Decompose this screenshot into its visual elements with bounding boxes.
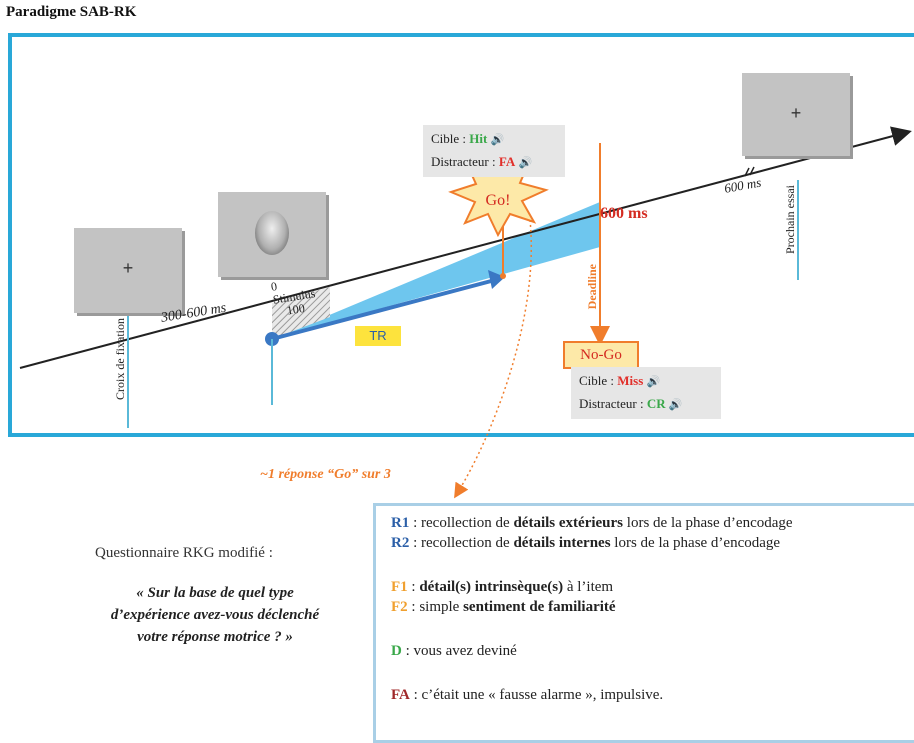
timeline-break	[749, 166, 755, 176]
paradigm-frame	[8, 33, 914, 437]
next-trial-screen: +	[742, 73, 850, 156]
next-fixation-cross: +	[790, 103, 802, 123]
stimulus-tick	[271, 339, 273, 405]
deadline-label: Deadline	[585, 264, 599, 310]
go-label: Go!	[486, 192, 511, 209]
tr-arrow	[271, 278, 496, 341]
speaker-icon: 🔊	[646, 376, 661, 388]
legend-r2: R2 : recollection de détails internes lo…	[391, 535, 781, 551]
legend-f1: F1 : détail(s) intrinsèque(s) à l’item	[391, 579, 614, 595]
legend-f2: F2 : simple sentiment de familiarité	[391, 599, 616, 615]
nogo-outcomes-box: Cible : Miss 🔊 Distracteur : CR 🔊	[571, 367, 721, 419]
next-trial-tick	[797, 180, 799, 280]
legend-fa: FA : c’était une « fausse alarme », impu…	[391, 687, 664, 703]
nogo-cible-row: Cible : Miss 🔊	[579, 373, 661, 388]
deadline-ms: 600 ms	[600, 205, 648, 222]
fixation-tick	[127, 315, 129, 428]
nogo-distracteur-row: Distracteur : CR 🔊	[579, 396, 683, 411]
page-title: Paradigme SAB-RK	[6, 4, 137, 20]
go-ratio-note: ~1 réponse “Go” sur 3	[260, 467, 391, 482]
go-distracteur-row: Distracteur : FA 🔊	[431, 154, 533, 169]
stimulus-hatch	[272, 287, 330, 339]
tr-badge: TR	[355, 326, 401, 346]
response-legend: R1 : recollection de détails extérieurs …	[373, 503, 914, 743]
questionnaire-label: Questionnaire RKG modifié :	[95, 545, 273, 561]
tr-arrowhead	[488, 270, 505, 289]
go-outcomes-box: Cible : Hit 🔊 Distracteur : FA 🔊	[423, 125, 565, 177]
face-photo	[255, 211, 289, 255]
legend-d: D : vous avez deviné	[391, 643, 517, 659]
response-marker-dot	[500, 273, 506, 279]
next-trial-label: Prochain essai	[783, 185, 797, 254]
cr-label: CR	[646, 396, 666, 411]
fixation-screen: +	[74, 228, 182, 313]
fa-label: FA	[498, 154, 516, 169]
speaker-icon: 🔊	[490, 134, 505, 146]
timeline-axis	[19, 126, 912, 369]
miss-label: Miss	[617, 373, 644, 388]
nogo-label: No-Go	[563, 341, 639, 369]
questionnaire-question: « Sur la base de quel type d’expérience …	[110, 585, 320, 645]
fixation-label: Croix de fixation	[113, 318, 127, 400]
speaker-icon: 🔊	[518, 157, 533, 169]
speaker-icon: 🔊	[668, 399, 683, 411]
go-cible-row: Cible : Hit 🔊	[431, 131, 505, 146]
fixation-cross: +	[122, 258, 134, 278]
dotted-connector	[454, 219, 532, 499]
stimulus-screen	[218, 192, 326, 277]
timeline-break	[744, 167, 750, 177]
legend-r1: R1 : recollection de détails extérieurs …	[391, 515, 793, 531]
hit-label: Hit	[469, 131, 488, 146]
